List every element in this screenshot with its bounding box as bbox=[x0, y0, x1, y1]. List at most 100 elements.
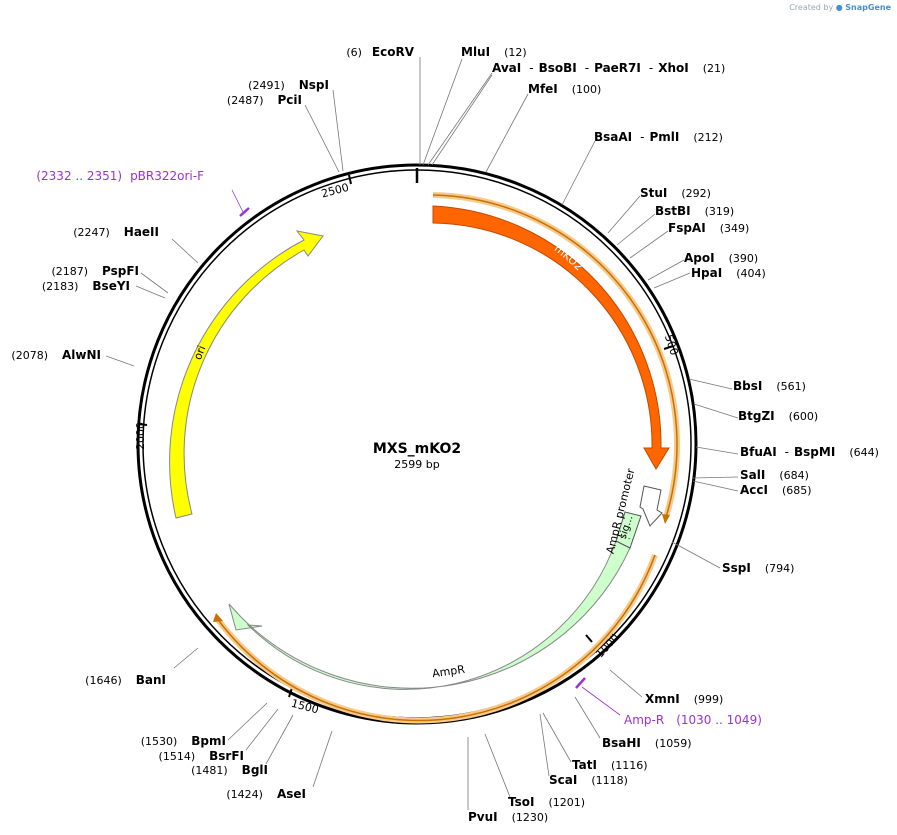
tick-label-500: 500 bbox=[662, 333, 681, 357]
site-label-apoi[interactable]: ApoI(390) bbox=[684, 251, 758, 265]
leader-avai bbox=[427, 72, 493, 166]
site-label-bstbi[interactable]: BstBI(319) bbox=[655, 204, 734, 218]
tick-2500 bbox=[348, 174, 352, 185]
site-label-avai-group[interactable]: AvaI-BsoBI-PaeR7I-XhoI(21) bbox=[492, 61, 725, 75]
leader-pcii bbox=[304, 104, 340, 173]
leader-sali bbox=[692, 476, 739, 479]
ori-feature[interactable] bbox=[169, 230, 324, 519]
site-label-bsaai-group[interactable]: BsaAI-PmlI(212) bbox=[594, 130, 723, 144]
created-by-credit: Created by ● SnapGene bbox=[789, 3, 891, 12]
pbr322ori-f-leader bbox=[231, 189, 244, 213]
site-label-mlui[interactable]: MluI(12) bbox=[461, 45, 527, 59]
leader-tsoi bbox=[484, 733, 511, 798]
amp-r-primer-label: Amp-R(1030 .. 1049) bbox=[624, 713, 762, 727]
site-label-bfuai-group[interactable]: BfuAI-BspMI(644) bbox=[740, 445, 879, 459]
leader-nspi bbox=[332, 89, 344, 172]
site-label-ecorv[interactable]: (6)EcoRV bbox=[346, 45, 414, 59]
ori-label: ori bbox=[191, 344, 208, 362]
site-label-asei[interactable]: (1424)AseI bbox=[226, 787, 306, 801]
pbr322ori-f-primer-mark bbox=[239, 207, 250, 217]
plasmid-name: MXS_mKO2 bbox=[373, 441, 461, 457]
site-label-bgli[interactable]: (1481)BglI bbox=[191, 763, 268, 777]
leader-acci bbox=[692, 480, 739, 492]
site-label-tati[interactable]: TatI(1116) bbox=[572, 758, 648, 772]
site-label-fspai[interactable]: FspAI(349) bbox=[668, 221, 749, 235]
leader-bfuai bbox=[695, 446, 739, 455]
site-labels: (6)EcoRV MluI(12) AvaI-BsoBI-PaeR7I-XhoI… bbox=[11, 45, 878, 824]
site-label-acci[interactable]: AccI(685) bbox=[740, 483, 812, 497]
leader-bbsi bbox=[688, 378, 733, 390]
leader-stui bbox=[607, 195, 641, 234]
tick-500 bbox=[663, 345, 674, 350]
leader-hpai bbox=[653, 272, 691, 289]
mko2-track bbox=[432, 194, 678, 518]
site-label-xmni[interactable]: XmnI(999) bbox=[645, 692, 723, 706]
site-label-nspi[interactable]: (2491)NspI bbox=[248, 78, 329, 92]
signal-sequence-divider bbox=[616, 533, 634, 541]
tick-label-2000: 2000 bbox=[134, 422, 147, 450]
leader-scai bbox=[539, 713, 550, 777]
leader-alwni bbox=[105, 355, 135, 367]
leader-tati bbox=[542, 712, 572, 763]
site-label-btgzi[interactable]: BtgZI(600) bbox=[738, 409, 818, 423]
ampr-track-arrow bbox=[213, 613, 223, 622]
site-label-pspfi[interactable]: (2187)PspFI bbox=[51, 264, 139, 278]
site-label-mfei[interactable]: MfeI(100) bbox=[528, 82, 601, 96]
leader-bsaai bbox=[561, 140, 596, 206]
leader-avai-2 bbox=[431, 74, 493, 166]
leader-apoi bbox=[647, 259, 685, 281]
site-label-hpai[interactable]: HpaI(404) bbox=[691, 266, 766, 280]
site-leaders bbox=[105, 57, 739, 810]
tick-2000 bbox=[137, 423, 148, 426]
site-label-pcii[interactable]: (2487)PciI bbox=[227, 93, 302, 107]
ampr-label: AmpR bbox=[431, 663, 466, 680]
ampr-feature[interactable] bbox=[228, 540, 631, 690]
site-label-sali[interactable]: SalI(684) bbox=[740, 468, 809, 482]
pbr322ori-f-primer-label: (2332 .. 2351)pBR322ori-F bbox=[36, 169, 204, 183]
mko2-track-arrow bbox=[662, 514, 670, 524]
site-label-bseyi[interactable]: (2183)BseYI bbox=[42, 279, 130, 293]
site-label-sspi[interactable]: SspI(794) bbox=[722, 561, 794, 575]
features: mKO2 ori AmpR sig… AmpR promoter bbox=[169, 205, 670, 690]
primers: (2332 .. 2351)pBR322ori-F Amp-R(1030 .. … bbox=[36, 169, 762, 727]
leader-bani bbox=[173, 647, 199, 669]
snapgene-logo: ● bbox=[835, 3, 843, 12]
site-label-stui[interactable]: StuI(292) bbox=[640, 186, 711, 200]
site-label-bpmi[interactable]: (1530)BpmI bbox=[141, 734, 226, 748]
leader-bsahi bbox=[574, 696, 601, 739]
site-label-bsahi[interactable]: BsaHI(1059) bbox=[602, 736, 691, 750]
leader-xmni bbox=[609, 669, 643, 698]
site-label-bani[interactable]: (1646)BanI bbox=[85, 673, 166, 687]
tick-1500 bbox=[288, 687, 293, 698]
leader-pspfi bbox=[140, 272, 169, 294]
credit-brand: SnapGene bbox=[845, 3, 891, 12]
leader-fspai bbox=[629, 230, 669, 259]
credit-prefix: Created by bbox=[789, 3, 834, 12]
primer-arcs bbox=[213, 192, 680, 724]
mko2-feature[interactable] bbox=[432, 205, 670, 470]
site-label-haeii[interactable]: (2247)HaeII bbox=[73, 225, 159, 239]
leader-asei bbox=[312, 730, 333, 788]
leader-bstbi bbox=[616, 213, 656, 246]
site-label-alwni[interactable]: (2078)AlwNI bbox=[11, 348, 101, 362]
amp-r-leader bbox=[581, 686, 621, 716]
leader-bsrfi bbox=[245, 708, 279, 751]
site-label-bsrfi[interactable]: (1514)BsrFI bbox=[159, 749, 244, 763]
site-label-pvui[interactable]: PvuI(1230) bbox=[468, 810, 548, 824]
site-label-tsoi[interactable]: TsoI(1201) bbox=[508, 795, 585, 809]
leader-bseyi bbox=[135, 285, 166, 299]
tick-label-2500: 2500 bbox=[320, 181, 350, 201]
leader-btgzi bbox=[693, 403, 739, 419]
leader-mfei bbox=[485, 93, 529, 173]
leader-bgli bbox=[265, 714, 294, 765]
leader-bpmi bbox=[227, 702, 268, 741]
leader-haeii bbox=[171, 238, 199, 264]
signal-sequence-feature[interactable] bbox=[615, 511, 642, 549]
site-label-scai[interactable]: ScaI(1118) bbox=[549, 773, 628, 787]
ampr-promoter-feature[interactable] bbox=[639, 485, 663, 527]
leader-sspi bbox=[671, 541, 721, 569]
leader-mlui bbox=[422, 58, 463, 166]
plasmid-length: 2599 bp bbox=[394, 458, 439, 471]
site-label-bbsi[interactable]: BbsI(561) bbox=[733, 379, 806, 393]
